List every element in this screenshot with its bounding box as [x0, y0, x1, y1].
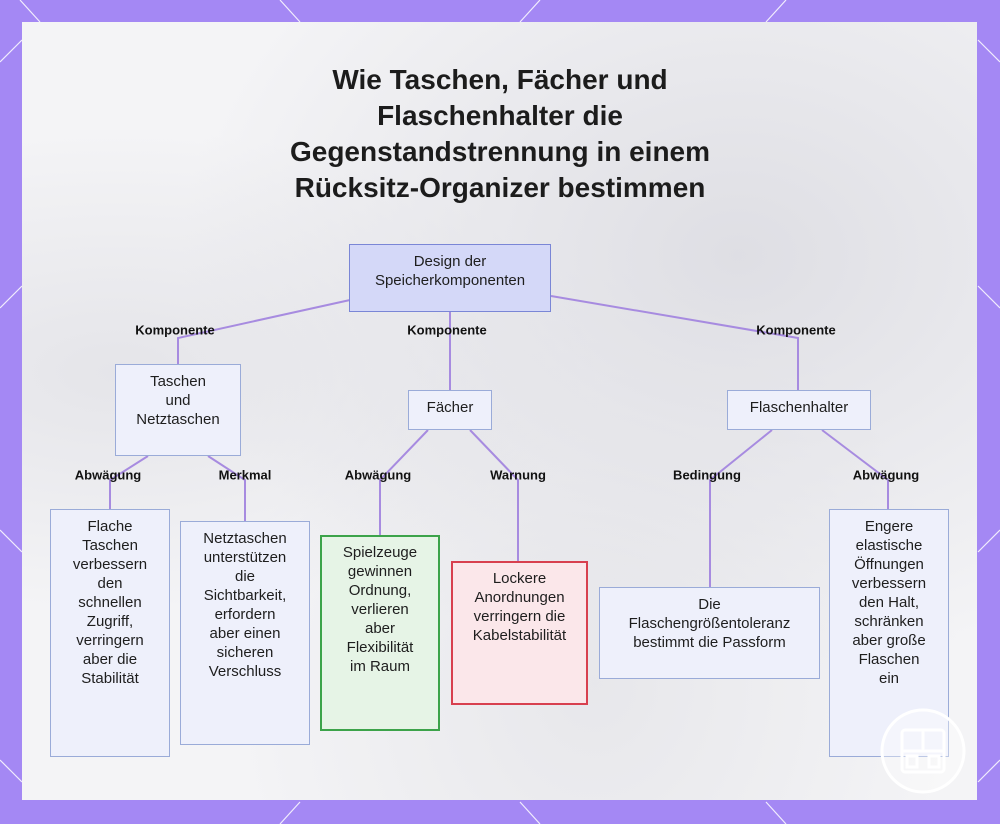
node-root: Design der Speicherkomponenten: [349, 244, 551, 312]
node-text-line: im Raum: [349, 658, 410, 675]
node-flaschengroesse: Die Flaschengrößentoleranz bestimmt die …: [599, 587, 820, 679]
node-text-line: Taschen: [82, 537, 138, 554]
node-text-line: Engere: [864, 518, 914, 535]
node-text-line: Flaschengrößentoleranz: [628, 615, 791, 632]
edge-label-abwaegung: Abwägung: [852, 467, 920, 483]
edge-flaschen-groesse: [709, 429, 773, 587]
node-text-line: verlieren: [351, 601, 409, 618]
node-text-line: Taschen: [150, 373, 206, 390]
node-text-line: sicheren: [216, 644, 274, 661]
node-text-line: aber große: [852, 632, 926, 649]
node-text-line: elastische: [855, 537, 923, 554]
node-text-line: Netztaschen: [203, 530, 287, 547]
node-text-line: verbessern: [72, 556, 148, 573]
edge-label-merkmal: Merkmal: [218, 467, 272, 483]
node-text-line: schränken: [854, 613, 924, 630]
node-text-line: gewinnen: [347, 563, 413, 580]
node-text-line: aber: [364, 620, 396, 637]
node-text-line: Flaschen: [858, 651, 920, 668]
napkin-logo-icon: [880, 708, 966, 794]
node-text-line: Anordnungen: [474, 589, 565, 606]
edge-label-abwaegung: Abwägung: [74, 467, 142, 483]
node-text-line: Sichtbarkeit,: [203, 587, 287, 604]
node-text-line: die: [234, 568, 256, 585]
node-text-line: ein: [878, 670, 900, 687]
node-text-line: erfordern: [214, 606, 276, 623]
edge-taschen-netz: [207, 455, 246, 521]
node-text-line: Netztaschen: [136, 411, 220, 428]
title-line: Rücksitz-Organizer bestimmen: [294, 172, 706, 203]
node-faecher: Fächer: [408, 390, 492, 430]
node-text-line: verbessern: [851, 575, 927, 592]
edge-label-bedingung: Bedingung: [673, 467, 741, 483]
node-text-line: Flaschenhalter: [749, 399, 849, 416]
edge-label-komponente: Komponente: [756, 322, 836, 338]
edge-flaschen-engere: [821, 429, 889, 509]
node-flaschenhalter: Flaschenhalter: [727, 390, 871, 430]
node-text-line: Fächer: [426, 399, 474, 416]
node-text-line: Kabelstabilität: [472, 627, 567, 644]
node-text-line: aber einen: [209, 625, 281, 642]
title-line: Gegenstandstrennung in einem: [289, 136, 711, 167]
node-text-line: Zugriff,: [86, 613, 134, 630]
node-text-line: Design der: [413, 253, 487, 270]
node-text-line: schnellen: [78, 594, 142, 611]
title-line: Wie Taschen, Fächer und: [332, 64, 668, 95]
node-text-line: verringern die: [473, 608, 566, 625]
node-text-line: Öffnungen: [854, 556, 924, 573]
node-text-line: Ordnung,: [348, 582, 412, 599]
edge-label-komponente: Komponente: [407, 322, 487, 338]
node-text-line: aber die: [82, 651, 138, 668]
edge-faecher-spielzeuge: [379, 429, 429, 535]
edge-root-flaschenhalter: [550, 295, 799, 390]
node-text-line: Lockere: [492, 570, 547, 587]
node-text-line: und: [165, 392, 191, 409]
diagram-title: Wie Taschen, Fächer und Flaschenhalter d…: [250, 62, 750, 206]
node-engere: Engere elastische Öffnungen verbessern d…: [829, 509, 949, 757]
node-flache-taschen: Flache Taschen verbessern den schnellen …: [50, 509, 170, 757]
title-line: Flaschenhalter die: [377, 100, 623, 131]
edge-label-abwaegung: Abwägung: [344, 467, 412, 483]
edge-label-komponente: Komponente: [135, 322, 215, 338]
node-text-line: unterstützen: [203, 549, 287, 566]
node-text-line: Spielzeuge: [342, 544, 418, 561]
node-text-line: Die: [698, 596, 721, 613]
edge-faecher-lockere: [469, 429, 519, 561]
node-text-line: den Halt,: [858, 594, 920, 611]
node-text-line: Flexibilität: [346, 639, 414, 656]
node-spielzeuge: Spielzeuge gewinnen Ordnung, verlieren a…: [320, 535, 440, 731]
edge-root-taschen: [177, 299, 351, 364]
edge-taschen-flache: [109, 455, 149, 509]
node-text-line: Stabilität: [81, 670, 139, 687]
node-netztaschen: Netztaschen unterstützen die Sichtbarkei…: [180, 521, 310, 745]
edge-label-warnung: Warnung: [490, 467, 546, 483]
node-taschen: Taschen und Netztaschen: [115, 364, 241, 456]
node-text-line: den: [97, 575, 123, 592]
node-lockere: Lockere Anordnungen verringern die Kabel…: [451, 561, 588, 705]
node-text-line: verringern: [76, 632, 144, 649]
node-text-line: Verschluss: [208, 663, 282, 680]
node-text-line: Flache: [87, 518, 133, 535]
node-text-line: bestimmt die Passform: [633, 634, 786, 651]
node-text-line: Speicherkomponenten: [374, 272, 526, 289]
